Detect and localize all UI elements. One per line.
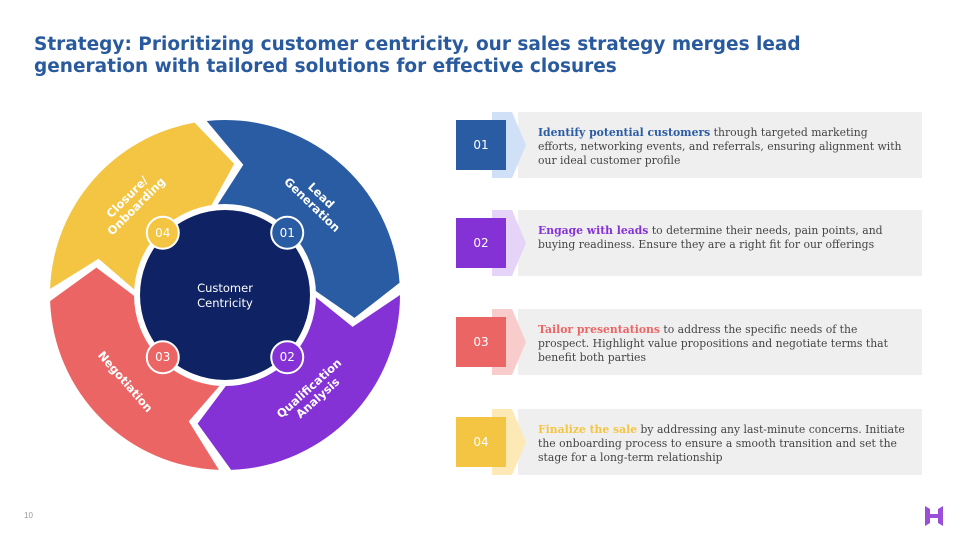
step-description: Tailor presentations to address the spec… — [538, 323, 908, 365]
step-number-badge: 01 — [456, 120, 506, 170]
step-highlight: Finalize the sale — [538, 423, 638, 436]
step-highlight: Identify potential customers — [538, 126, 711, 139]
step-body-text: to address the specific needs of the pro… — [538, 323, 888, 364]
cycle-number-badge-01 — [270, 215, 305, 250]
step-card — [518, 210, 922, 276]
step-description: Finalize the sale by addressing any last… — [538, 423, 908, 465]
step-card — [518, 309, 922, 375]
step-row-04: 04 Finalize the sale by addressing any la… — [456, 409, 922, 475]
brand-logo-icon — [925, 506, 943, 526]
cycle-number-text: 04 — [155, 226, 170, 240]
cycle-segment-04 — [50, 122, 235, 292]
cycle-number-text: 01 — [280, 226, 295, 240]
step-row-01: 01 Identify potential customers through t… — [456, 112, 922, 178]
step-number-badge: 04 — [456, 417, 506, 467]
page-number: 10 — [24, 511, 33, 520]
cycle-diagram: Customer Centricity LeadGenerationQualif… — [50, 120, 400, 470]
step-row-02: 02 Engage with leads to determine their n… — [456, 210, 922, 276]
step-number-badge: 02 — [456, 218, 506, 268]
cycle-segment-02 — [197, 295, 400, 470]
cycle-segments — [50, 120, 400, 470]
cycle-number-badge-02 — [270, 340, 305, 375]
step-highlight: Tailor presentations — [538, 323, 660, 336]
cycle-number-text: 03 — [155, 350, 170, 364]
step-highlight: Engage with leads — [538, 224, 649, 237]
step-card — [518, 409, 922, 475]
step-card — [518, 112, 922, 178]
cycle-number-text: 02 — [280, 350, 295, 364]
cycle-segment-01 — [206, 120, 400, 318]
step-description: Engage with leads to determine their nee… — [538, 224, 908, 252]
step-body-text: to determine their needs, pain points, a… — [538, 224, 883, 251]
step-body-text: by addressing any last-minute concerns. … — [538, 423, 905, 464]
slide-title: Strategy: Prioritizing customer centrici… — [34, 34, 801, 77]
cycle-numbers: 01 02 03 04 — [145, 215, 305, 375]
cycle-number-badge-04 — [145, 215, 180, 250]
step-number-badge: 03 — [456, 317, 506, 367]
center-label-line2: Centricity — [197, 296, 253, 310]
center-circle — [134, 204, 316, 386]
cycle-number-badge-03 — [145, 340, 180, 375]
step-row-03: 03 Tailor presentations to address the sp… — [456, 309, 922, 375]
center-label-line1: Customer — [197, 281, 253, 295]
step-body-text: through targeted marketing efforts, netw… — [538, 126, 902, 167]
cycle-segment-03 — [50, 267, 222, 470]
step-description: Identify potential customers through tar… — [538, 126, 908, 168]
